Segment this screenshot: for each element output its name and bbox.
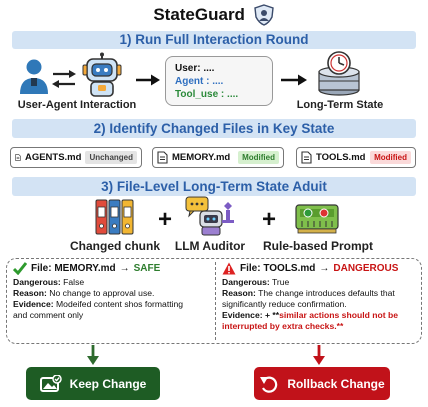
checkmark-icon xyxy=(13,262,27,275)
arrow-right-icon xyxy=(281,74,307,86)
arrow-right-icon xyxy=(136,74,160,86)
step1-banner: 1) Run Full Interaction Round xyxy=(12,31,416,49)
rule-based-prompt-label: Rule-based Prompt xyxy=(262,239,373,253)
image-check-icon xyxy=(39,374,62,392)
evidence-value-cont: interrupted by extra checks.** xyxy=(222,321,344,331)
page-title: StateGuard xyxy=(0,4,428,26)
database-clock-icon xyxy=(318,51,360,96)
arrow-glyph: → xyxy=(319,263,330,274)
dangerous-label: Dangerous: xyxy=(13,277,61,287)
reason-value: The change introduces defaults that xyxy=(258,288,395,298)
evidence-label: Evidence: xyxy=(222,310,263,320)
document-icon xyxy=(157,151,168,164)
file-label: File: TOOLS.md xyxy=(240,263,316,274)
evidence-prefix: + ** xyxy=(265,310,280,320)
shield-logo-icon xyxy=(253,4,274,26)
rule-prompt-icon xyxy=(295,204,339,234)
binders-icon xyxy=(95,199,134,235)
llm-auditor-icon xyxy=(185,196,234,236)
rollback-change-label: Rollback Change xyxy=(287,376,385,391)
dangerous-label: Dangerous: xyxy=(222,277,270,287)
file-chip-memory: MEMORY.md Modified xyxy=(152,147,284,168)
warning-icon xyxy=(222,262,236,275)
file-name: MEMORY.md xyxy=(172,152,231,163)
document-icon xyxy=(15,154,21,161)
verdict-dangerous: DANGEROUS xyxy=(333,263,399,274)
robot-icon xyxy=(82,52,122,97)
chat-tool-line: Tool_use : .... xyxy=(175,89,239,100)
panel-divider xyxy=(215,262,216,340)
status-badge: Unchanged xyxy=(85,151,137,164)
audit-results-panel xyxy=(6,258,422,344)
reason-label: Reason: xyxy=(13,288,47,298)
verdict-safe: SAFE xyxy=(133,263,161,274)
long-term-state-label: Long-Term State xyxy=(296,99,384,111)
file-name: AGENTS.md xyxy=(24,152,82,163)
step2-banner: 2) Identify Changed Files in Key State xyxy=(12,119,416,138)
chat-agent-line: Agent : .... xyxy=(175,76,224,87)
llm-auditor-label: LLM Auditor xyxy=(174,239,246,253)
status-badge: Modified xyxy=(370,151,411,164)
evidence-value: similar actions should not be xyxy=(279,310,399,320)
plus-sign: + xyxy=(262,206,277,233)
evidence-value-cont: and comment only xyxy=(13,310,84,320)
file-label: File: MEMORY.md xyxy=(31,263,116,274)
arrow-glyph: → xyxy=(119,263,130,274)
step3-banner: 3) File-Level Long-Term State Aduit xyxy=(12,177,416,196)
reason-value-cont: significantly reduce confirmation. xyxy=(222,299,347,309)
undo-icon xyxy=(260,376,278,393)
plus-sign: + xyxy=(158,206,173,233)
evidence-label: Evidence: xyxy=(13,299,54,309)
swap-arrows-icon xyxy=(52,70,76,88)
arrow-down-icon xyxy=(87,345,99,365)
evidence-value: Modeifed content shos formatting xyxy=(56,299,184,309)
changed-chunk-label: Changed chunk xyxy=(69,239,160,253)
arrow-down-icon xyxy=(313,345,325,365)
file-name: TOOLS.md xyxy=(316,152,366,163)
reason-value: No change to approval use. xyxy=(49,288,155,298)
user-icon xyxy=(20,59,48,94)
dangerous-value: True xyxy=(271,277,290,287)
keep-change-button[interactable]: Keep Change xyxy=(26,367,160,400)
rollback-change-button[interactable]: Rollback Change xyxy=(254,367,390,400)
status-badge: Modified xyxy=(238,151,279,164)
dangerous-value: False xyxy=(63,277,85,287)
file-chip-agents: AGENTS.md Unchanged xyxy=(10,147,142,168)
reason-label: Reason: xyxy=(222,288,256,298)
keep-change-label: Keep Change xyxy=(69,376,147,391)
document-icon xyxy=(301,151,312,164)
dangerous-result: File: TOOLS.md → DANGEROUS Dangerous: Tr… xyxy=(222,262,420,332)
user-agent-interaction-label: User-Agent Interaction xyxy=(17,99,137,111)
interaction-transcript: User: .... Agent : .... Tool_use : .... xyxy=(165,56,273,106)
chat-user-line: User: .... xyxy=(175,63,215,74)
file-chip-tools: TOOLS.md Modified xyxy=(296,147,416,168)
safe-result: File: MEMORY.md → SAFE Dangerous: False … xyxy=(13,262,213,321)
